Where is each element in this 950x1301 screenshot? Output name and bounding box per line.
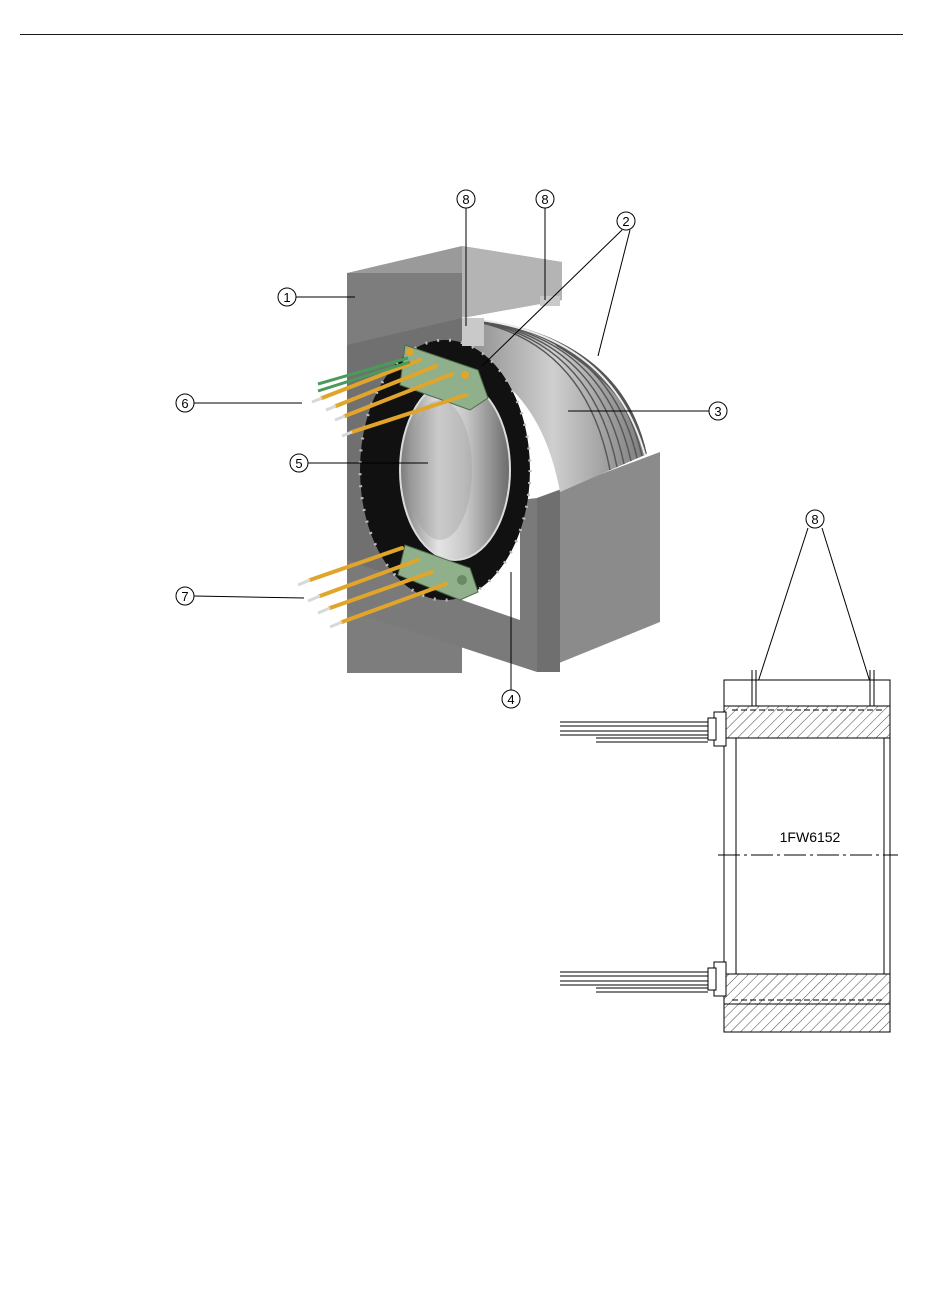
- callout-label: 1: [283, 290, 290, 305]
- rotor: [400, 380, 510, 560]
- callout-3: 3: [709, 402, 727, 420]
- callout-label: 3: [714, 404, 721, 419]
- callout-1: 1: [278, 288, 296, 306]
- model-label: 1FW6152: [780, 829, 841, 845]
- callout-8b: 8: [536, 190, 554, 208]
- callout-label: 2: [622, 214, 629, 229]
- callout-6: 6: [176, 394, 194, 412]
- callout-8c: 8: [806, 510, 824, 528]
- callout-4: 4: [502, 690, 520, 708]
- callout-label: 8: [462, 192, 469, 207]
- cooling-connection-block: [540, 296, 560, 306]
- callout-2: 2: [617, 212, 635, 230]
- callout-label: 5: [295, 456, 302, 471]
- callout-label: 7: [181, 589, 188, 604]
- motor-3d-cutaway: [298, 246, 660, 673]
- callout-5: 5: [290, 454, 308, 472]
- callout-8a: 8: [457, 190, 475, 208]
- callout-label: 6: [181, 396, 188, 411]
- callout-label: 8: [811, 512, 818, 527]
- cooling-connection-block: [462, 318, 484, 346]
- section-view: [560, 670, 898, 1032]
- callout-label: 4: [507, 692, 514, 707]
- callout-label: 8: [541, 192, 548, 207]
- callout-7: 7: [176, 587, 194, 605]
